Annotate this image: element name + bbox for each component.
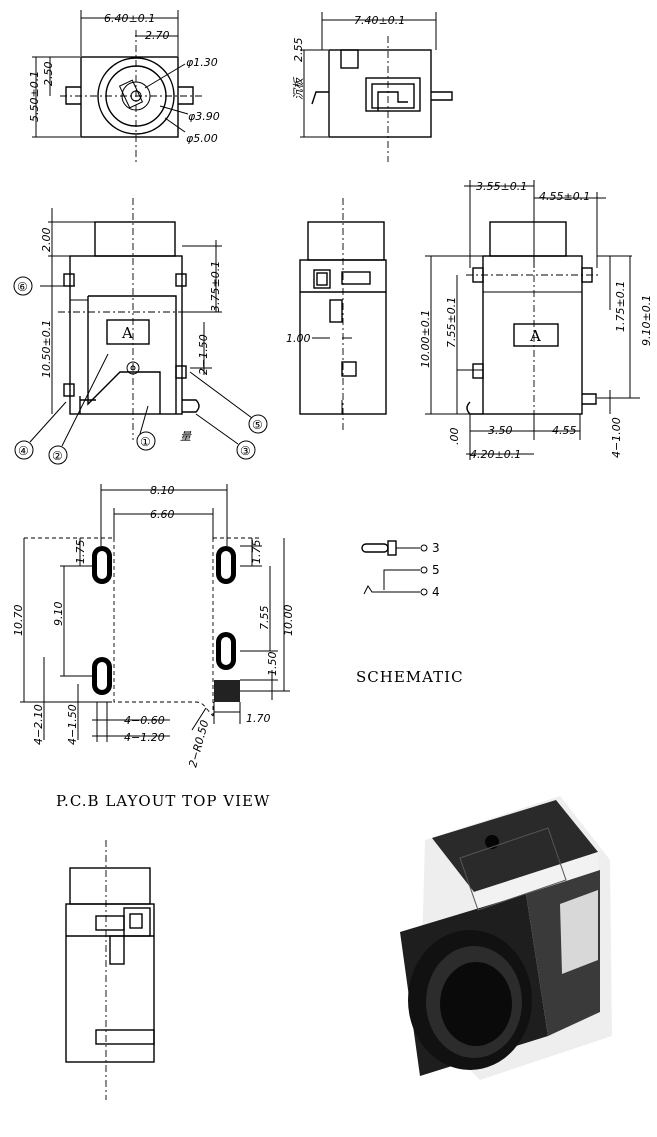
schematic-caption: SCHEMATIC xyxy=(356,668,464,686)
note-sunken: 沉板 xyxy=(292,76,305,100)
mid-view: 1.00 xyxy=(286,198,387,430)
dim-pcb-left-910: 9.10 xyxy=(52,602,65,627)
dim-front-width: 6.40±0.1 xyxy=(104,12,155,25)
callout-5: ⑤ xyxy=(252,418,263,432)
dim-top-width: 7.40±0.1 xyxy=(354,14,405,27)
dim-right-side-b: 9.10±0.1 xyxy=(640,295,653,346)
dim-front-offset: 2.70 xyxy=(145,29,170,42)
dim-right-total: 10.00±0.1 xyxy=(419,310,432,368)
callout-3: ③ xyxy=(240,444,251,458)
dim-pcb-radius: 2−R0.50 xyxy=(186,719,211,769)
callout-6: ⑥ xyxy=(17,280,28,294)
dim-pcb-left-210: 4−2.10 xyxy=(32,704,45,745)
side-box-a xyxy=(106,319,150,345)
dim-front-center-height: 2.50 xyxy=(42,62,55,87)
dim-pcb-right-755: 7.55 xyxy=(258,606,271,631)
dim-pcb-right-1000: 10.00 xyxy=(282,605,295,637)
schematic-pin-3: 3 xyxy=(432,541,440,555)
pcb-layout: 8.10 6.60 10.70 9.10 1.75 4−2.10 4−1.50 xyxy=(12,484,295,810)
dim-pcb-bot-120: 4−1.20 xyxy=(124,731,165,744)
dim-pcb-left-175: 1.75 xyxy=(74,540,87,565)
mid-plug xyxy=(307,221,385,261)
schematic-pin-5: 5 xyxy=(432,563,440,577)
dim-right-bottom-c: 4.20±0.1 xyxy=(470,448,521,461)
side-body xyxy=(69,255,183,415)
dim-pcb-inner: 6.60 xyxy=(150,508,175,521)
dim-mid: 1.00 xyxy=(286,332,311,345)
dim-right-bottom-a: 3.50 xyxy=(488,424,513,437)
callout-1: ① xyxy=(140,435,151,449)
dim-right-mid: 7.55±0.1 xyxy=(445,297,458,348)
outer-ring xyxy=(97,57,175,135)
dim-right-top-left: 3.55±0.1 xyxy=(476,180,527,193)
dim-right-small: 4−1.00 xyxy=(610,417,623,458)
dim-side-total: 10.50±0.1 xyxy=(40,320,53,378)
side-box-a-label: A xyxy=(121,324,134,342)
pad-right-bottom xyxy=(214,680,240,702)
dim-pcb-left-150: 4−1.50 xyxy=(66,704,79,745)
dim-right-bottom-b: 4.55 xyxy=(552,424,577,437)
dim-pcb-left-total: 10.70 xyxy=(12,605,25,637)
dim-outer-dia: φ5.00 xyxy=(186,132,218,145)
dim-pcb-right-170: 1.70 xyxy=(246,712,271,725)
dim-side-h1: 3.75±0.1 xyxy=(209,261,222,312)
bottom-plug xyxy=(69,867,151,905)
schematic: 3 5 4 SCHEMATIC xyxy=(356,540,464,686)
dim-front-height: 5.50±0.1 xyxy=(28,71,41,122)
callout-2: ② xyxy=(52,449,63,463)
dim-pcb-right-175: 1.75 xyxy=(250,540,263,565)
dim-top-height: 2.55 xyxy=(292,38,305,63)
bottom-body xyxy=(65,903,155,1063)
dim-right-left-small: .00 xyxy=(448,428,461,446)
bottom-side-view xyxy=(65,840,155,1100)
callout-4: ④ xyxy=(18,444,29,458)
dim-pin-dia: φ1.30 xyxy=(186,56,218,69)
top-body xyxy=(328,49,432,138)
schematic-pin-4: 4 xyxy=(432,585,440,599)
dim-right-side-a: 1.75±0.1 xyxy=(614,281,627,332)
dim-right-top-right: 4.55±0.1 xyxy=(539,190,590,203)
dim-side-top: 2.00 xyxy=(40,228,53,253)
mark-char: 量 xyxy=(180,430,192,443)
dim-side-pin: 2−1.50 xyxy=(197,334,210,375)
pcb-caption: P.C.B LAYOUT TOP VIEW xyxy=(56,792,270,810)
dim-pcb-outer: 8.10 xyxy=(150,484,175,497)
right-plug xyxy=(489,221,567,257)
product-photo xyxy=(400,796,612,1080)
dim-pcb-right-150: 1.50 xyxy=(266,652,279,677)
top-right-view: 7.40±0.1 2.55 沉板 xyxy=(292,12,453,162)
dim-inner-dia: φ3.90 xyxy=(188,110,220,123)
right-box-a-label: A xyxy=(529,327,542,345)
right-body xyxy=(482,255,583,415)
front-view: 6.40±0.1 2.70 5.50±0.1 2.50 φ1.30 φ3.90 … xyxy=(28,10,220,162)
front-body xyxy=(80,56,179,138)
side-plug xyxy=(94,221,176,257)
dim-pcb-bot-060: 4−0.60 xyxy=(124,714,165,727)
right-view: 3.55±0.1 4.55±0.1 A 10.00±0.1 7.55±0.1 1… xyxy=(419,180,653,461)
side-view: 2.00 10.50±0.1 3.75±0.1 2−1.50 A ⑥ ④ xyxy=(13,198,268,465)
right-box-a xyxy=(513,323,559,347)
